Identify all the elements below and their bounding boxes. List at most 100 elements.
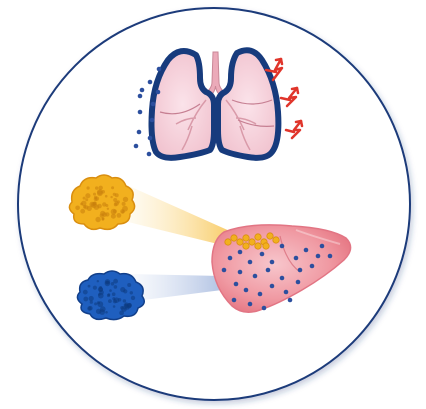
liver-dot	[320, 244, 325, 249]
protein-texture-dot	[97, 204, 102, 209]
protein-texture-dot	[97, 280, 99, 282]
protein-texture-dot	[83, 197, 86, 200]
particle-dot	[147, 152, 152, 157]
protein-texture-dot	[113, 305, 116, 308]
protein-texture-dot	[96, 309, 101, 314]
liver-dot	[262, 306, 267, 311]
liver-dot	[298, 268, 303, 273]
protein-texture-dot	[97, 301, 103, 307]
liver-dot	[270, 260, 275, 265]
protein-texture-dot	[107, 208, 109, 210]
liver-dot	[232, 298, 237, 303]
bound-protein-bead	[267, 233, 273, 239]
liver-dot	[258, 292, 263, 297]
liver-dot	[253, 274, 258, 279]
bound-protein-bead	[255, 234, 261, 240]
liver-dot	[244, 288, 249, 293]
protein-texture-dot	[102, 218, 105, 221]
protein-texture-dot	[84, 205, 88, 209]
protein-texture-dot	[99, 290, 104, 295]
protein-texture-dot	[105, 204, 108, 207]
particle-dot	[134, 144, 139, 149]
protein-texture-dot	[111, 214, 116, 219]
liver-dot	[316, 254, 321, 259]
bound-protein-bead	[237, 239, 243, 245]
bound-protein-bead	[249, 239, 255, 245]
protein-texture-dot	[131, 296, 135, 300]
protein-texture-dot	[113, 209, 117, 213]
particle-dot	[138, 110, 143, 115]
protein-texture-dot	[109, 289, 112, 292]
protein-texture-dot	[115, 193, 119, 197]
protein-texture-dot	[97, 189, 103, 195]
liver-dot	[238, 270, 243, 275]
protein-texture-dot	[108, 293, 111, 296]
protein-texture-dot	[112, 297, 115, 300]
liver-dot	[228, 256, 233, 261]
protein-texture-dot	[90, 301, 93, 304]
protein-texture-dot	[110, 196, 112, 198]
protein-texture-dot	[80, 209, 85, 214]
bound-protein-bead	[243, 243, 249, 249]
protein-texture-dot	[123, 299, 126, 302]
protein-texture-dot	[117, 213, 122, 218]
protein-texture-dot	[105, 311, 108, 314]
protein-texture-dot	[94, 302, 97, 305]
protein-texture-dot	[119, 311, 124, 316]
liver-dot	[266, 268, 271, 273]
liver-dot	[248, 260, 253, 265]
protein-texture-dot	[93, 286, 97, 290]
bound-protein-bead	[263, 243, 269, 249]
particle-dot	[148, 80, 153, 85]
liver-dot	[288, 298, 293, 303]
particle-dot	[148, 136, 153, 141]
protein-texture-dot	[87, 306, 91, 310]
bound-protein-bead	[231, 235, 237, 241]
protein-texture-dot	[118, 298, 122, 302]
protein-texture-dot	[87, 186, 90, 189]
protein-texture-dot	[122, 202, 126, 206]
protein-texture-dot	[120, 306, 124, 310]
protein-texture-dot	[85, 198, 88, 201]
liver-dot	[280, 244, 285, 249]
liver-dot	[260, 252, 265, 257]
liver-dot	[294, 256, 299, 261]
liver-dot	[310, 264, 315, 269]
protein-texture-dot	[111, 186, 114, 189]
liver-dot	[328, 254, 333, 259]
particle-dot	[140, 88, 145, 93]
liver-dot	[222, 268, 227, 273]
lungs-illustration	[152, 50, 279, 158]
protein-texture-dot	[123, 289, 127, 293]
liver-dot	[304, 248, 309, 253]
particle-dot	[156, 90, 161, 95]
protein-texture-dot	[112, 292, 116, 296]
protein-texture-dot	[93, 193, 96, 196]
protein-texture-dot	[114, 201, 119, 206]
liver-dot	[248, 302, 253, 307]
liver-dot	[270, 284, 275, 289]
protein-texture-dot	[95, 186, 98, 189]
liver-dot	[284, 290, 289, 295]
liver-dot	[234, 282, 239, 287]
protein-texture-dot	[105, 195, 108, 198]
protein-texture-dot	[75, 206, 80, 211]
particle-dot	[150, 118, 155, 123]
liver-dot	[296, 280, 301, 285]
particle-dot	[151, 102, 156, 107]
bound-protein-bead	[255, 243, 261, 249]
particle-dot	[138, 94, 143, 99]
protein-texture-dot	[130, 291, 133, 294]
particle-dot	[157, 67, 162, 72]
liver-dot	[238, 250, 243, 255]
protein-texture-dot	[125, 302, 129, 306]
bound-protein-bead	[225, 239, 231, 245]
protein-texture-dot	[83, 297, 88, 302]
protein-texture-dot	[100, 211, 105, 216]
protein-texture-dot	[123, 197, 128, 202]
protein-texture-dot	[114, 285, 118, 289]
protein-texture-dot	[83, 290, 88, 295]
protein-texture-dot	[105, 279, 110, 284]
protein-texture-dot	[94, 197, 98, 201]
